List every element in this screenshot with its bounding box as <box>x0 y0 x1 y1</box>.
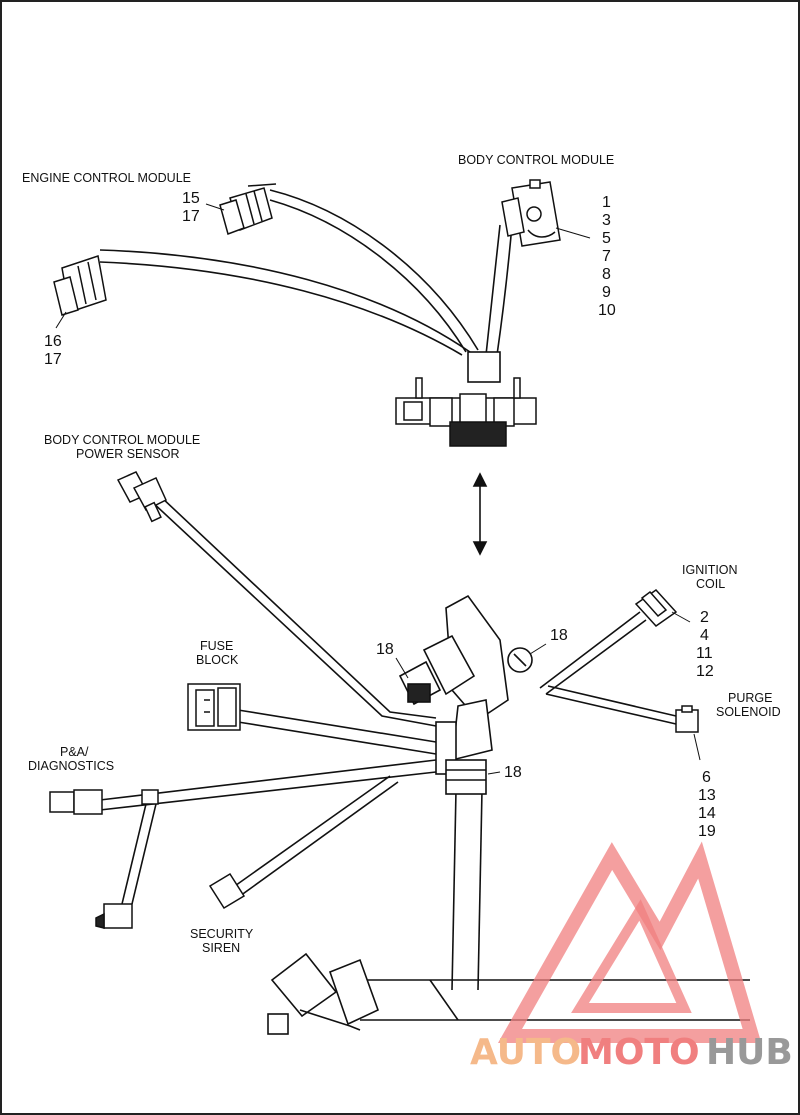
bcm-callout-5: 8 <box>602 266 611 283</box>
fuse-block <box>187 683 241 731</box>
clip-right-callout: 18 <box>550 627 568 644</box>
purge-solenoid-callout-1: 6 <box>702 769 711 786</box>
security-siren-label-1: SECURITY <box>190 927 254 941</box>
security-siren-connector <box>208 872 246 910</box>
upper-harness-assembly <box>99 189 513 383</box>
separation-arrow <box>472 472 488 556</box>
pa-diagnostics-label-1: P&A/ <box>60 745 89 759</box>
bcm-power-sensor-label-2: POWER SENSOR <box>76 447 180 461</box>
harness-mounting-bracket <box>395 377 537 447</box>
bcm-callout-4: 7 <box>602 248 611 265</box>
harness-junction-molding <box>398 594 533 795</box>
fuse-block-label-2: BLOCK <box>196 653 239 667</box>
ecm-lower-callout-1: 16 <box>44 333 62 350</box>
watermark-text-auto: AUTO <box>470 1032 581 1073</box>
security-siren-label-2: SIREN <box>202 941 240 955</box>
bcm-callout-6: 9 <box>602 284 611 301</box>
purge-solenoid-callout-4: 19 <box>698 823 716 840</box>
ecm-upper-callout-1: 15 <box>182 190 200 207</box>
bcm-power-sensor-connector <box>116 471 167 523</box>
watermark-logo: AUTO MOTO HUB <box>470 841 793 1073</box>
bcm-callout-7: 10 <box>598 302 616 319</box>
watermark-text-hub: HUB <box>706 1032 793 1073</box>
clip-left-callout: 18 <box>376 641 394 658</box>
ecm-upper-connector <box>219 183 277 235</box>
pa-diagnostics-connector <box>49 789 159 815</box>
ecm-upper-callout-2: 17 <box>182 208 200 225</box>
fuse-block-label-1: FUSE <box>200 639 233 653</box>
bcm-label: BODY CONTROL MODULE <box>458 153 614 167</box>
main-harness-connector <box>267 952 459 1035</box>
ignition-coil-label-2: COIL <box>696 577 725 591</box>
watermark-triangle-outer <box>497 841 762 1043</box>
purge-solenoid-callout-3: 14 <box>698 805 716 822</box>
bcm-power-sensor-label-1: BODY CONTROL MODULE <box>44 433 200 447</box>
bcm-callout-2: 3 <box>602 212 611 229</box>
bcm-connector <box>501 179 561 247</box>
purge-solenoid-callout-2: 13 <box>698 787 716 804</box>
clip-trunk-callout: 18 <box>504 764 522 781</box>
purge-solenoid-label-2: SOLENOID <box>716 705 781 719</box>
pa-branch-connector <box>95 903 133 929</box>
ignition-coil-callout-2: 4 <box>700 627 709 644</box>
pa-diagnostics-label-2: DIAGNOSTICS <box>28 759 114 773</box>
watermark-text-moto: MOTO <box>578 1032 700 1073</box>
ignition-coil-callout-3: 11 <box>696 645 713 662</box>
ecm-lower-callout-2: 17 <box>44 351 62 368</box>
ecm-lower-connector <box>53 255 107 316</box>
callout-leaders <box>55 203 701 775</box>
purge-solenoid-label-1: PURGE <box>728 691 772 705</box>
watermark-triangle-inner <box>571 899 692 1013</box>
ecm-label: ENGINE CONTROL MODULE <box>22 171 191 185</box>
ignition-coil-label-1: IGNITION <box>682 563 738 577</box>
ignition-coil-callout-1: 2 <box>700 609 709 626</box>
bcm-callout-3: 5 <box>602 230 611 247</box>
ignition-coil-connector <box>634 589 678 627</box>
ignition-coil-callout-4: 12 <box>696 663 714 680</box>
bcm-callout-1: 1 <box>602 194 611 211</box>
purge-solenoid-connector <box>675 705 699 733</box>
